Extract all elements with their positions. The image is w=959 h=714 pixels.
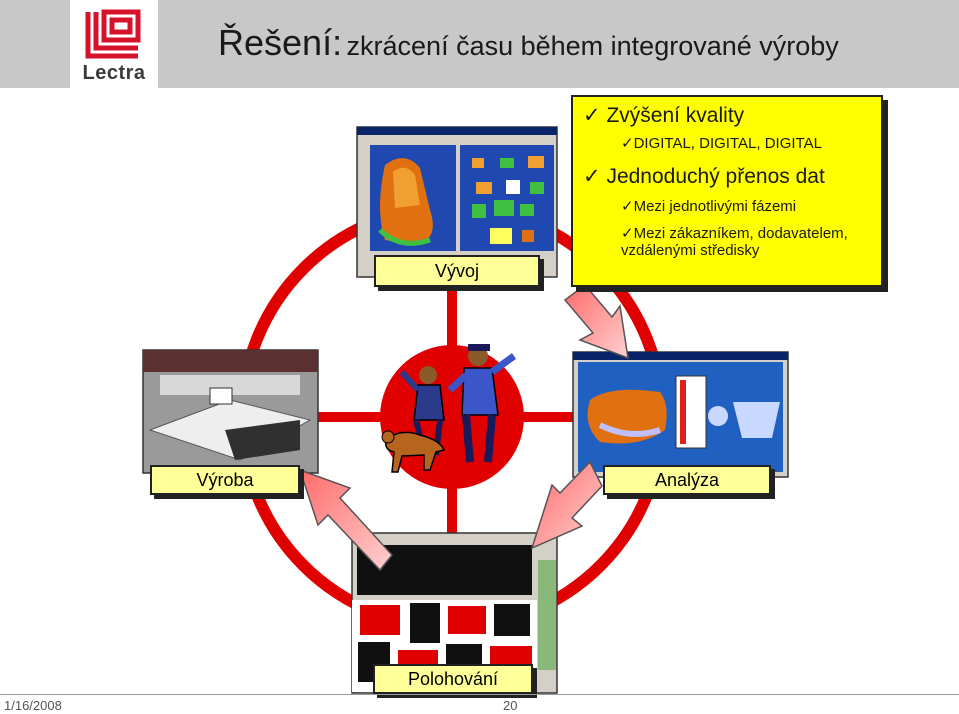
logo-mark-icon xyxy=(84,8,142,60)
arrow-to-analysis xyxy=(563,283,629,360)
stage-label-top: Vývoj xyxy=(374,255,540,287)
design-screenshot xyxy=(356,126,558,278)
check-icon: ✓ xyxy=(583,165,601,188)
arrow-to-nesting xyxy=(530,460,603,550)
check-icon: ✓ xyxy=(621,135,634,152)
production-photo xyxy=(142,349,319,474)
check-icon: ✓ xyxy=(621,225,634,242)
page-number: 20 xyxy=(503,698,518,713)
stage-label-left: Výroba xyxy=(150,465,300,495)
title-sub: zkrácení času během integrované výroby xyxy=(346,31,839,61)
lectra-logo: Lectra xyxy=(70,0,158,88)
benefit-transfer-sub-1: ✓Mezi jednotlivými fázemi xyxy=(621,197,871,215)
stage-label-bottom: Polohování xyxy=(373,664,533,694)
benefit-quality-sub: ✓DIGITAL, DIGITAL, DIGITAL xyxy=(621,134,871,152)
check-icon: ✓ xyxy=(583,104,601,127)
sub-text: Mezi zákazníkem, dodavatelem, vzdálenými… xyxy=(621,225,848,259)
sub-text: DIGITAL, DIGITAL, DIGITAL xyxy=(633,135,822,152)
benefit-quality: ✓ Zvýšení kvality xyxy=(583,103,871,128)
benefits-box: ✓ Zvýšení kvality ✓DIGITAL, DIGITAL, DIG… xyxy=(571,95,883,287)
footer-date: 1/16/2008 xyxy=(4,698,62,713)
title-main: Řešení: xyxy=(218,22,343,63)
police-figures-illustration xyxy=(381,344,517,473)
benefit-text: Jednoduchý přenos dat xyxy=(606,165,825,188)
sub-text: Mezi jednotlivými fázemi xyxy=(633,198,797,215)
benefit-transfer: ✓ Jednoduchý přenos dat xyxy=(583,164,871,189)
header-band xyxy=(0,0,959,88)
check-icon: ✓ xyxy=(621,198,634,215)
benefit-text: Zvýšení kvality xyxy=(606,104,745,127)
benefit-transfer-sub-2: ✓Mezi zákazníkem, dodavatelem, vzdáleným… xyxy=(621,225,861,259)
footer-divider xyxy=(0,694,959,695)
logo-text: Lectra xyxy=(82,62,146,84)
analysis-screenshot xyxy=(572,351,789,478)
arrow-to-production xyxy=(298,468,393,572)
page-title: Řešení: zkrácení času během integrované … xyxy=(218,22,839,64)
stage-label-right: Analýza xyxy=(603,465,771,495)
